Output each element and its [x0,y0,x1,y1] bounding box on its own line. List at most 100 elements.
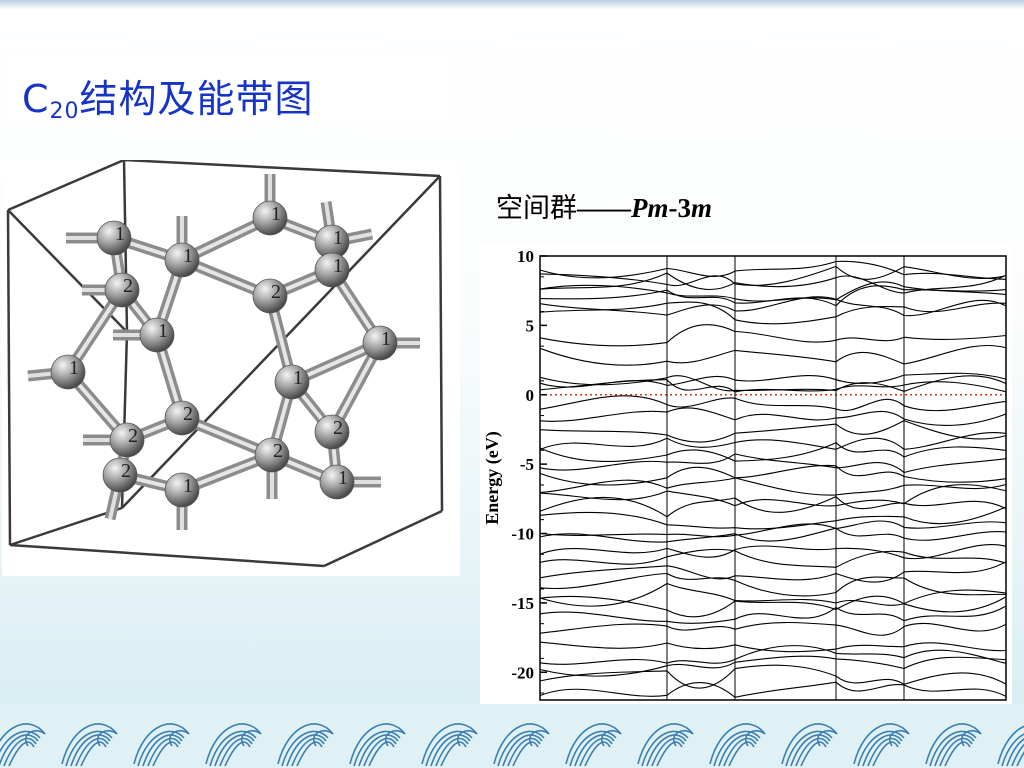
carbon-atom [314,252,350,288]
y-axis-label: Energy (eV) [482,431,503,524]
band-curve [539,407,1007,426]
carbon-atom [139,317,175,353]
wave-curl [637,723,694,765]
wave-line [800,741,827,767]
wave-curl [421,723,478,765]
carbon-atom [102,457,138,493]
bonds [27,174,420,530]
atom-label: 1 [158,320,168,342]
wave-line [579,737,613,767]
y-tick-label: -10 [511,525,534,544]
y-tick-label: 5 [526,316,535,335]
y-tick-label: -5 [520,455,534,474]
atom-label: 1 [381,328,391,350]
atom-label: 1 [69,357,79,379]
band-curve [539,681,1007,698]
cell-edge [9,543,325,568]
carbon-atom [252,278,288,314]
band-curve [539,495,1007,518]
wave-line [728,741,755,767]
band-curve [539,548,1007,568]
plot-frame [539,255,1007,701]
band-curve [539,561,1007,583]
wave-line [584,741,611,767]
wave-line [497,730,545,767]
wave-line [363,737,397,767]
wave-line [8,741,35,767]
wave-line [862,734,903,767]
wave-line [1011,743,1024,767]
band-curve [539,477,1007,496]
wave-line [147,737,181,767]
wave-curl [709,723,766,765]
atom-label: 2 [333,417,343,439]
atom-label: 1 [183,475,193,497]
carbon-atom [96,220,132,256]
band-curve [539,260,1007,280]
title-box [10,58,446,120]
wave-line [569,730,617,767]
band-curve [539,484,1007,507]
atom-label: 2 [183,403,193,425]
wave-line [641,730,689,767]
wave-line [0,730,41,754]
carbon-atom [319,464,355,500]
wave-line [368,741,395,767]
wave-line [209,730,257,767]
band-curve [539,375,1007,392]
wave-line [286,734,327,767]
carbon-atom [104,272,140,308]
y-tick-label: -15 [511,594,534,613]
carbon-atom [362,325,398,361]
band-curve [539,664,1007,689]
wave-line [646,734,687,767]
wave-line [713,730,761,767]
atom-label: 1 [333,255,343,277]
band-curve [539,572,1007,597]
wave-line [939,737,973,767]
wave-line [723,737,757,767]
y-tick-label: -20 [511,663,534,682]
wave-line [1001,733,1024,767]
cell-edge [123,158,441,178]
wave-curl [925,723,982,765]
wave-line [80,741,107,767]
band-curve [539,344,1007,366]
wave-line [1016,751,1024,767]
atom-label: 2 [128,425,138,447]
wave-line [795,737,829,767]
y-tick-label: 0 [526,386,535,405]
band-curve [539,285,1007,307]
band-curve [539,301,1007,325]
wave-curl [997,725,1024,765]
wave-curl [133,723,190,765]
wave-line [430,734,471,767]
wave-line [440,741,467,767]
wave-line [358,734,399,767]
band-curve [539,544,1007,560]
band-curve [539,621,1007,636]
wave-line [1006,738,1024,767]
band-curve [539,265,1007,287]
wave-line [574,734,615,767]
top-decor-band [0,0,1024,10]
wave-curl [0,723,46,747]
atom-label: 1 [115,223,125,245]
wave-line [214,734,255,767]
band-curve [539,595,1007,618]
wave-line [507,737,541,767]
carbon-atom [252,200,288,236]
atom-label: 1 [293,367,303,389]
carbon-atom [109,422,145,458]
cell-edge [438,175,444,512]
atom-label: 2 [273,440,283,462]
band-curve [539,527,1007,543]
wave-line [502,734,543,767]
atom-label: 1 [338,467,348,489]
wave-line [867,737,901,767]
wave-line [3,737,37,767]
atom-label: 1 [271,203,281,225]
wave-line [75,737,109,767]
